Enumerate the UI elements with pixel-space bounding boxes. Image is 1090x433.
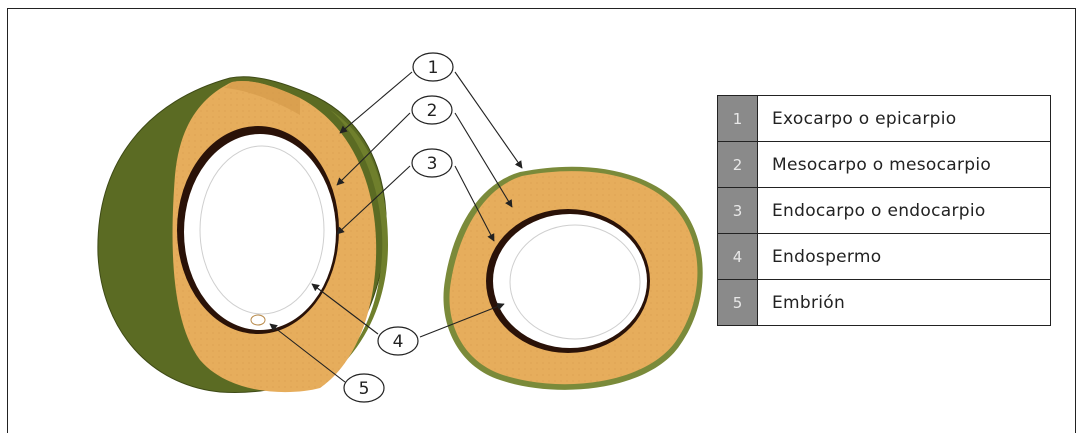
cut-face-shade-left [225, 80, 300, 115]
leader-lines [269, 71, 523, 383]
legend-label: Endospermo [757, 233, 1051, 280]
legend-label: Endocarpo o endocarpio [757, 187, 1051, 234]
legend-row: 4 Endospermo [717, 233, 1051, 280]
legend-number: 3 [717, 187, 758, 234]
callout-2: 2 [411, 95, 453, 125]
legend-row: 5 Embrión [717, 279, 1051, 326]
callout-5-label: 5 [359, 379, 370, 399]
callout-3: 3 [411, 148, 453, 178]
endosperm-inner-right [509, 224, 641, 340]
legend-number: 1 [717, 95, 758, 142]
legend-row: 3 Endocarpo o endocarpio [717, 187, 1051, 234]
endosperm-right [493, 214, 647, 348]
callout-5: 5 [343, 373, 385, 403]
legend-label: Mesocarpo o mesocarpio [757, 141, 1051, 188]
legend-row: 2 Mesocarpo o mesocarpio [717, 141, 1051, 188]
coconut-longitudinal-section [97, 76, 388, 393]
callout-1: 1 [412, 52, 454, 82]
figure-frame [7, 8, 1076, 433]
endosperm-left [184, 134, 336, 330]
legend-label: Embrión [757, 279, 1051, 326]
legend-table: 1 Exocarpo o epicarpio 2 Mesocarpo o mes… [717, 95, 1051, 326]
legend-label: Exocarpo o epicarpio [757, 95, 1051, 142]
callout-3-label: 3 [427, 154, 438, 174]
coconut-transverse-section [443, 166, 703, 390]
callout-4-label: 4 [393, 332, 404, 352]
embryo [250, 314, 266, 326]
callout-2-label: 2 [427, 101, 438, 121]
callout-4: 4 [377, 326, 419, 356]
legend-number: 5 [717, 279, 758, 326]
legend-number: 2 [717, 141, 758, 188]
legend-row: 1 Exocarpo o epicarpio [717, 95, 1051, 142]
endosperm-inner-left [199, 145, 325, 315]
callout-1-label: 1 [428, 58, 439, 78]
legend-number: 4 [717, 233, 758, 280]
